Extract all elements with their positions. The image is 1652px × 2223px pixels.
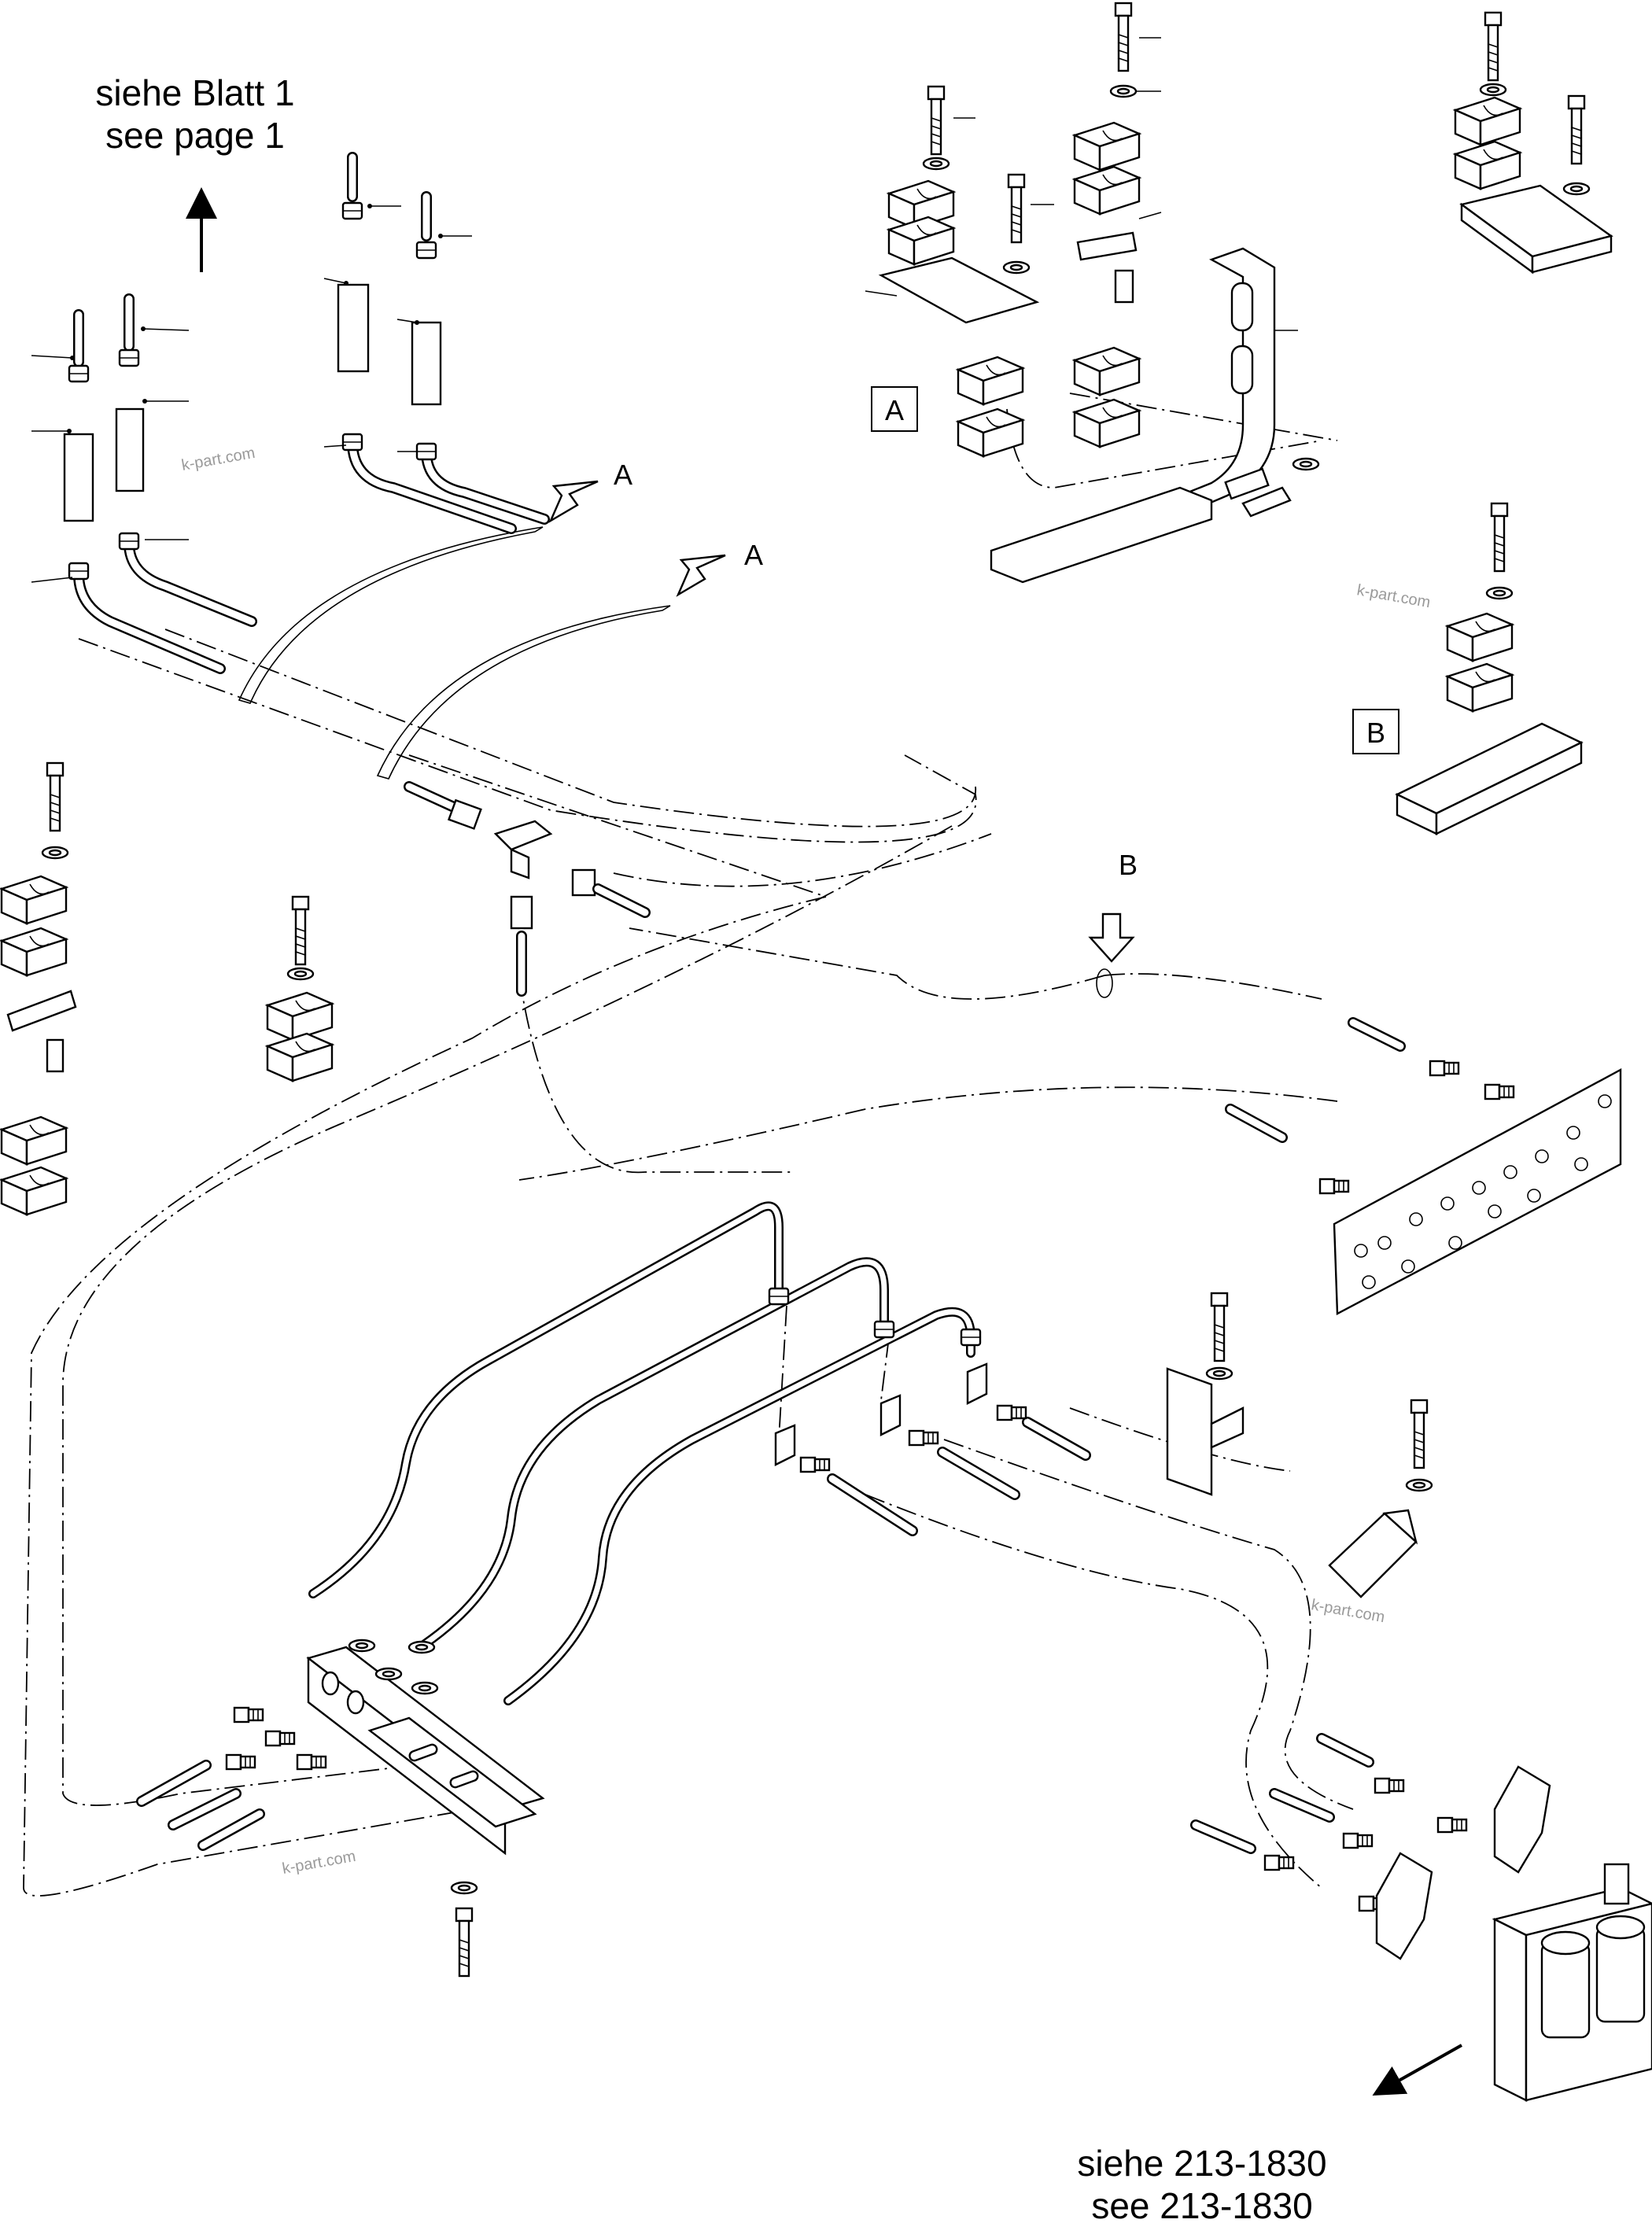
rigid-pipes — [308, 1201, 982, 1705]
view-arrow-a-1: A — [548, 459, 632, 523]
svg-text:B: B — [1366, 717, 1385, 749]
clamp-assembly-top-right — [1454, 11, 1613, 275]
reference-sheet1-en: see page 1 — [105, 115, 285, 156]
svg-text:B: B — [1119, 849, 1138, 881]
valve-block — [1492, 1863, 1652, 2102]
clamp-stack-left — [0, 761, 77, 1216]
watermark-4: k-part.com — [281, 1848, 357, 1878]
protective-sleeves — [238, 526, 1113, 998]
hose-routes — [23, 393, 1354, 1897]
svg-text:A: A — [614, 459, 632, 491]
detail-box-a: A — [871, 386, 918, 432]
view-arrow-b: B — [1088, 849, 1138, 963]
watermark-2: k-part.com — [1355, 581, 1432, 611]
reference-sheet1-de: siehe Blatt 1 — [95, 72, 294, 113]
detail-a-clamp-assembly — [865, 2, 1320, 584]
reference-next-en: see 213-1830 — [1091, 2185, 1312, 2223]
reference-next-de: siehe 213-1830 — [1077, 2143, 1326, 2184]
svg-text:A: A — [885, 394, 904, 426]
small-clamp-center — [266, 895, 334, 1082]
detail-box-b: B — [1352, 709, 1399, 754]
elbow-fittings-mid — [774, 1362, 1091, 1536]
down-arrow-icon — [1372, 2044, 1462, 2096]
bottom-left-bracket — [136, 1639, 545, 1978]
svg-text:A: A — [744, 539, 763, 571]
watermark-3: k-part.com — [1310, 1596, 1386, 1626]
valve-connections — [1190, 1733, 1551, 1960]
hose-assembly-top-left — [31, 152, 550, 674]
t-fitting-assembly — [404, 781, 651, 997]
detail-b-clamp-assembly — [1395, 502, 1584, 835]
angle-plate-2 — [1328, 1399, 1433, 1598]
watermark-1: k-part.com — [180, 444, 256, 474]
manifold-plate — [1225, 1017, 1622, 1315]
angle-plate-1 — [1166, 1292, 1245, 1496]
view-arrow-a-2: A — [676, 539, 763, 597]
